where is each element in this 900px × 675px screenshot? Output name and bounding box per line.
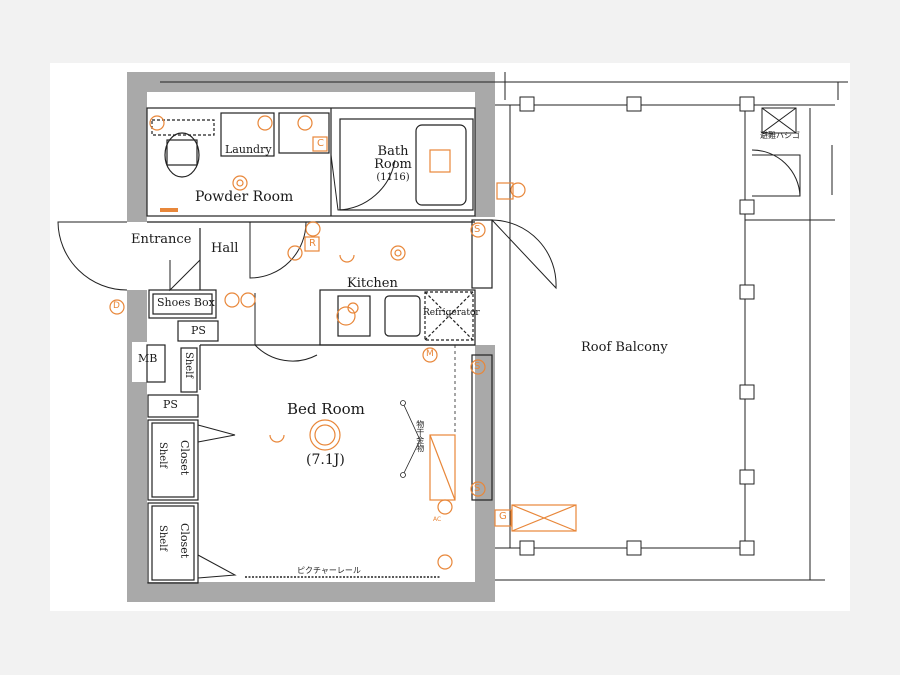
s-symbol-2: S [474,361,481,372]
bath-room-label-line2: Room [374,157,412,172]
escape-ladder-note: 避難ハシゴ [760,131,800,140]
equipment-symbols [109,115,577,570]
walls [127,72,495,602]
hanger-fixture [400,400,421,478]
shelf-side-label: Shelf [183,352,194,379]
laundry-label: Laundry [225,143,272,156]
kitchen-label: Kitchen [347,276,398,291]
s-symbol-1: S [474,224,481,235]
bath-room-label-line1: Bath [377,144,409,159]
shelf-closet-1-closet: Closet [178,440,192,476]
g-symbol: G [499,511,507,522]
doors [57,154,557,579]
balcony-posts [519,96,755,556]
m-symbol: M [426,349,434,359]
powder-room-label: Powder Room [195,189,294,205]
bed-room-size: (7.1J) [306,452,345,468]
c-symbol: C [317,138,324,149]
interior-walls [146,107,493,584]
ac-symbol: AC [433,516,442,523]
bath-room-size: (1116) [376,172,410,183]
ps-lower-label: PS [163,398,178,411]
hall-label: Hall [211,241,239,256]
shelf-closet-2-closet: Closet [178,523,192,559]
picture-rail-note: ピクチャーレール [297,566,361,575]
entrance-label: Entrance [131,232,192,247]
shoes-box-label: Shoes Box [157,296,215,309]
d-symbol: D [113,301,120,311]
refrigerator-label: Refrigerator [423,308,480,318]
shelf-closet-2-shelf: Shelf [157,525,168,552]
shelf-closet-1-shelf: Shelf [157,442,168,469]
mb-label: MB [138,352,158,365]
roof-balcony-label: Roof Balcony [581,340,668,355]
plan-canvas [50,63,850,611]
hanger-note: 物干金物 [415,420,425,452]
bed-room-label: Bed Room [287,400,365,418]
r-symbol: R [309,238,316,249]
s-symbol-3: S [474,483,481,494]
ps-upper-label: PS [191,324,206,337]
